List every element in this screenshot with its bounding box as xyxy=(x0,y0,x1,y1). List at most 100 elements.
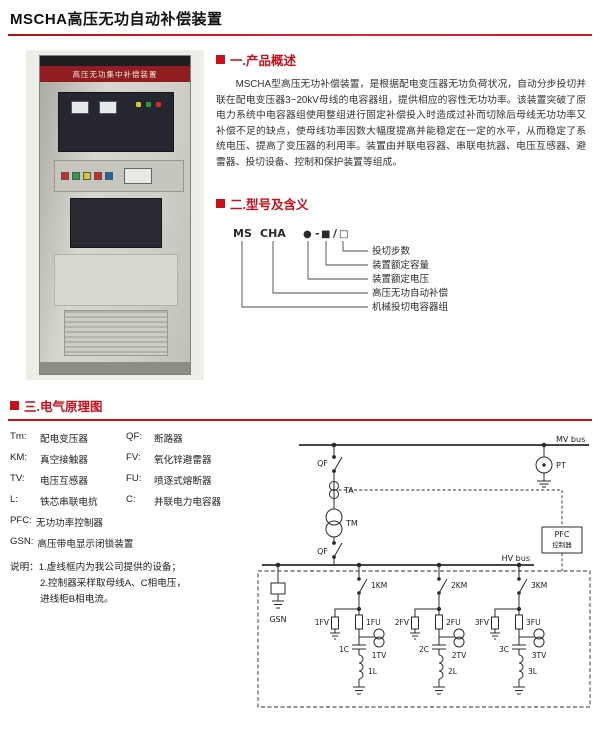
circuit-diagram: MV bus PT QF TA TM QF HV bus PFC 控制器 GSN… xyxy=(257,435,591,708)
qf-label: QF xyxy=(317,459,328,468)
l-label: 2L xyxy=(448,667,458,676)
meter-display xyxy=(71,101,89,114)
legend-row: L: 铁芯串联电抗 C: 并联电力电容器 xyxy=(10,494,238,508)
c-label: 3C xyxy=(499,645,509,654)
c-label: 1C xyxy=(339,645,349,654)
fv-label: 1FV xyxy=(315,618,330,627)
model-token-cha: CHA xyxy=(260,227,286,240)
cabinet-nameplate-text: 高压无功集中补偿装置 xyxy=(72,69,158,79)
section-bullet xyxy=(10,401,19,410)
tv-label: 3TV xyxy=(532,651,547,660)
model-label: 机械投切电容器组 xyxy=(372,301,449,313)
right-column: 一.产品概述 MSCHA型高压无功补偿装置，是根据配电变压器无功负荷状况，自动分… xyxy=(216,50,600,380)
l-label: 3L xyxy=(528,667,538,676)
gsn-label: GSN xyxy=(269,615,286,624)
legend-value: 喷逐式熔断器 xyxy=(154,476,212,487)
model-token-dash: - xyxy=(315,227,320,240)
cabinet-lower-window xyxy=(70,198,162,248)
km-label: 1KM xyxy=(371,581,387,590)
legend-row: PFC: 无功功率控制器 xyxy=(10,515,238,529)
model-token-ms: MS xyxy=(233,227,252,240)
legend-value: 电压互感器 xyxy=(40,476,88,487)
capacitor-branch xyxy=(490,562,545,695)
indicator-lamp xyxy=(72,172,80,180)
tv-label: 2TV xyxy=(452,651,467,660)
cabinet-nameplate: 高压无功集中补偿装置 xyxy=(40,66,190,82)
legend-value: 铁芯串联电抗 xyxy=(40,497,98,508)
notes: 说明：1.虚线框内为我公司提供的设备； 2.控制器采样取母线A、C相电压， 进线… xyxy=(10,560,238,608)
fv-label: 2FV xyxy=(395,618,410,627)
meter-display xyxy=(99,101,117,114)
cabinet-top-strip xyxy=(40,56,190,66)
pfc-label: PFC xyxy=(554,530,569,539)
ta-label: TA xyxy=(343,486,354,495)
indicator-lamp xyxy=(94,172,102,180)
legend-key: FV: xyxy=(126,452,141,463)
schematic-divider xyxy=(8,419,592,421)
circuit-graphics xyxy=(257,442,591,708)
schematic-heading-text: 三.电气原理图 xyxy=(24,400,103,414)
circuit-wrap: MV bus PT QF TA TM QF HV bus PFC 控制器 GSN… xyxy=(238,431,600,713)
legend-key: QF: xyxy=(126,431,142,442)
section-bullet xyxy=(216,55,225,64)
l-label: 1L xyxy=(368,667,378,676)
schematic-row: Tm: 配电变压器 QF: 断路器 KM: 真空接触器 FV: 氧化锌避雷器 T… xyxy=(0,431,600,713)
legend-value: 氧化锌避雷器 xyxy=(154,455,212,466)
capacitor-branch xyxy=(410,562,465,695)
c-label: 2C xyxy=(419,645,429,654)
title-divider xyxy=(8,34,592,36)
overview-text: MSCHA型高压无功补偿装置，是根据配电变压器无功负荷状况，自动分步投切并联在配… xyxy=(216,79,586,168)
legend-key: TV: xyxy=(10,473,25,484)
legend-value: 配电变压器 xyxy=(40,434,88,445)
cabinet-upper-window xyxy=(58,92,174,152)
page-header: MSCHA高压无功自动补偿装置 xyxy=(0,0,600,36)
legend: Tm: 配电变压器 QF: 断路器 KM: 真空接触器 FV: 氧化锌避雷器 T… xyxy=(0,431,238,713)
qf-label: QF xyxy=(317,547,328,556)
schematic-heading: 三.电气原理图 xyxy=(10,396,600,415)
indicator-lamp xyxy=(61,172,69,180)
note-line: 进线柜B相电流。 xyxy=(40,594,114,605)
legend-key: Tm: xyxy=(10,431,27,442)
mv-bus-label: MV bus xyxy=(556,435,585,444)
product-photo: 高压无功集中补偿装置 xyxy=(26,50,204,380)
cabinet-control-panel xyxy=(54,160,184,192)
model-token-slash: / xyxy=(333,227,338,240)
km-label: 3KM xyxy=(531,581,547,590)
model-token-dot: ● xyxy=(303,229,312,240)
section-bullet xyxy=(216,199,225,208)
note-line: 说明：1.虚线框内为我公司提供的设备； xyxy=(10,562,182,573)
legend-row: KM: 真空接触器 FV: 氧化锌避雷器 xyxy=(10,452,238,466)
model-label: 投切步数 xyxy=(372,245,411,257)
model-token-square: ■ xyxy=(321,229,330,240)
legend-key: PFC: xyxy=(10,515,32,526)
legend-key: L: xyxy=(10,494,19,505)
legend-row: Tm: 配电变压器 QF: 断路器 xyxy=(10,431,238,445)
pt-label: PT xyxy=(556,461,566,470)
section-overview: 一.产品概述 MSCHA型高压无功补偿装置，是根据配电变压器无功负荷状况，自动分… xyxy=(216,50,586,170)
fu-label: 3FU xyxy=(526,618,541,627)
model-heading: 二.型号及含义 xyxy=(216,194,586,213)
top-row: 高压无功集中补偿装置 xyxy=(0,50,600,380)
section-model: 二.型号及含义 MS CHA ● - ■ / □ xyxy=(216,194,586,339)
model-token-box: □ xyxy=(339,229,348,240)
fu-label: 1FU xyxy=(366,618,381,627)
cabinet-lower-panel xyxy=(54,254,178,306)
capacitor-branch xyxy=(330,562,385,695)
indicator-lamp xyxy=(146,102,151,107)
model-heading-text: 二.型号及含义 xyxy=(230,198,309,212)
indicator-lamp xyxy=(83,172,91,180)
model-label: 高压无功自动补偿 xyxy=(372,287,449,299)
tv-label: 1TV xyxy=(372,651,387,660)
legend-row: GSN: 高压带电显示闭锁装置 xyxy=(10,536,238,550)
legend-row: TV: 电压互感器 FU: 喷逐式熔断器 xyxy=(10,473,238,487)
overview-heading-text: 一.产品概述 xyxy=(230,54,296,68)
indicator-lamp xyxy=(136,102,141,107)
fv-label: 3FV xyxy=(475,618,490,627)
cabinet: 高压无功集中补偿装置 xyxy=(39,55,191,375)
note-line: 2.控制器采样取母线A、C相电压， xyxy=(40,578,187,589)
indicator-lamp xyxy=(105,172,113,180)
hv-bus-label: HV bus xyxy=(502,554,530,563)
legend-key: GSN: xyxy=(10,536,34,547)
legend-key: C: xyxy=(126,494,136,505)
